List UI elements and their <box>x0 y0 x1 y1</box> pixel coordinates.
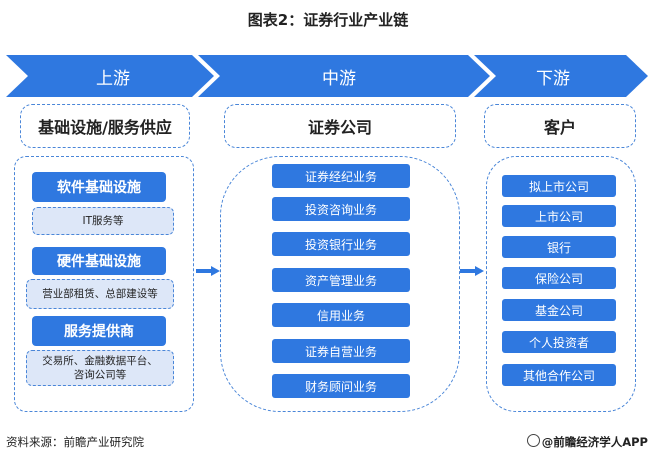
hardware-sub: 营业部租赁、总部建设等 <box>26 279 174 309</box>
downstream-item: 其他合作公司 <box>502 364 616 386</box>
brand-credit: @前瞻经济学人APP <box>526 434 648 450</box>
downstream-item: 个人投资者 <box>502 331 616 353</box>
midstream-item: 信用业务 <box>272 303 410 327</box>
header-midstream: 证券公司 <box>224 104 456 148</box>
header-downstream: 客户 <box>484 104 636 148</box>
source-note: 资料来源：前瞻产业研究院 <box>6 435 144 449</box>
stage-banner <box>6 55 648 97</box>
software-infrastructure: 软件基础设施 <box>32 172 166 202</box>
header-upstream: 基础设施/服务供应 <box>20 104 190 148</box>
service-provider: 服务提供商 <box>32 316 166 346</box>
arrow-right-icon <box>196 266 220 276</box>
downstream-item: 拟上市公司 <box>502 175 616 197</box>
chevron-downstream <box>474 55 648 97</box>
provider-sub: 交易所、金融数据平台、 咨询公司等 <box>26 350 174 386</box>
diagram-title: 图表2：证券行业产业链 <box>247 11 409 29</box>
chevron-upstream <box>6 55 214 97</box>
downstream-item: 银行 <box>502 236 616 258</box>
downstream-item: 保险公司 <box>502 267 616 289</box>
brand-icon <box>526 434 540 447</box>
stage-label-midstream: 中游 <box>322 69 356 89</box>
hardware-infrastructure: 硬件基础设施 <box>32 247 166 275</box>
arrow-right-icon <box>460 266 484 276</box>
provider-sub-line1: 交易所、金融数据平台、 <box>42 355 158 367</box>
brand-text: @前瞻经济学人APP <box>541 435 648 449</box>
midstream-item: 投资咨询业务 <box>272 197 410 221</box>
downstream-item: 基金公司 <box>502 299 616 321</box>
stage-label-upstream: 上游 <box>96 69 130 89</box>
midstream-item: 证券经纪业务 <box>272 164 410 188</box>
software-sub: IT服务等 <box>32 207 174 235</box>
midstream-item: 财务顾问业务 <box>272 374 410 398</box>
downstream-item: 上市公司 <box>502 205 616 227</box>
stage-label-downstream: 下游 <box>536 69 570 89</box>
midstream-item: 资产管理业务 <box>272 268 410 292</box>
midstream-item: 证券自营业务 <box>272 339 410 363</box>
midstream-item: 投资银行业务 <box>272 232 410 256</box>
chevron-midstream <box>198 55 490 97</box>
provider-sub-line2: 咨询公司等 <box>73 369 127 381</box>
